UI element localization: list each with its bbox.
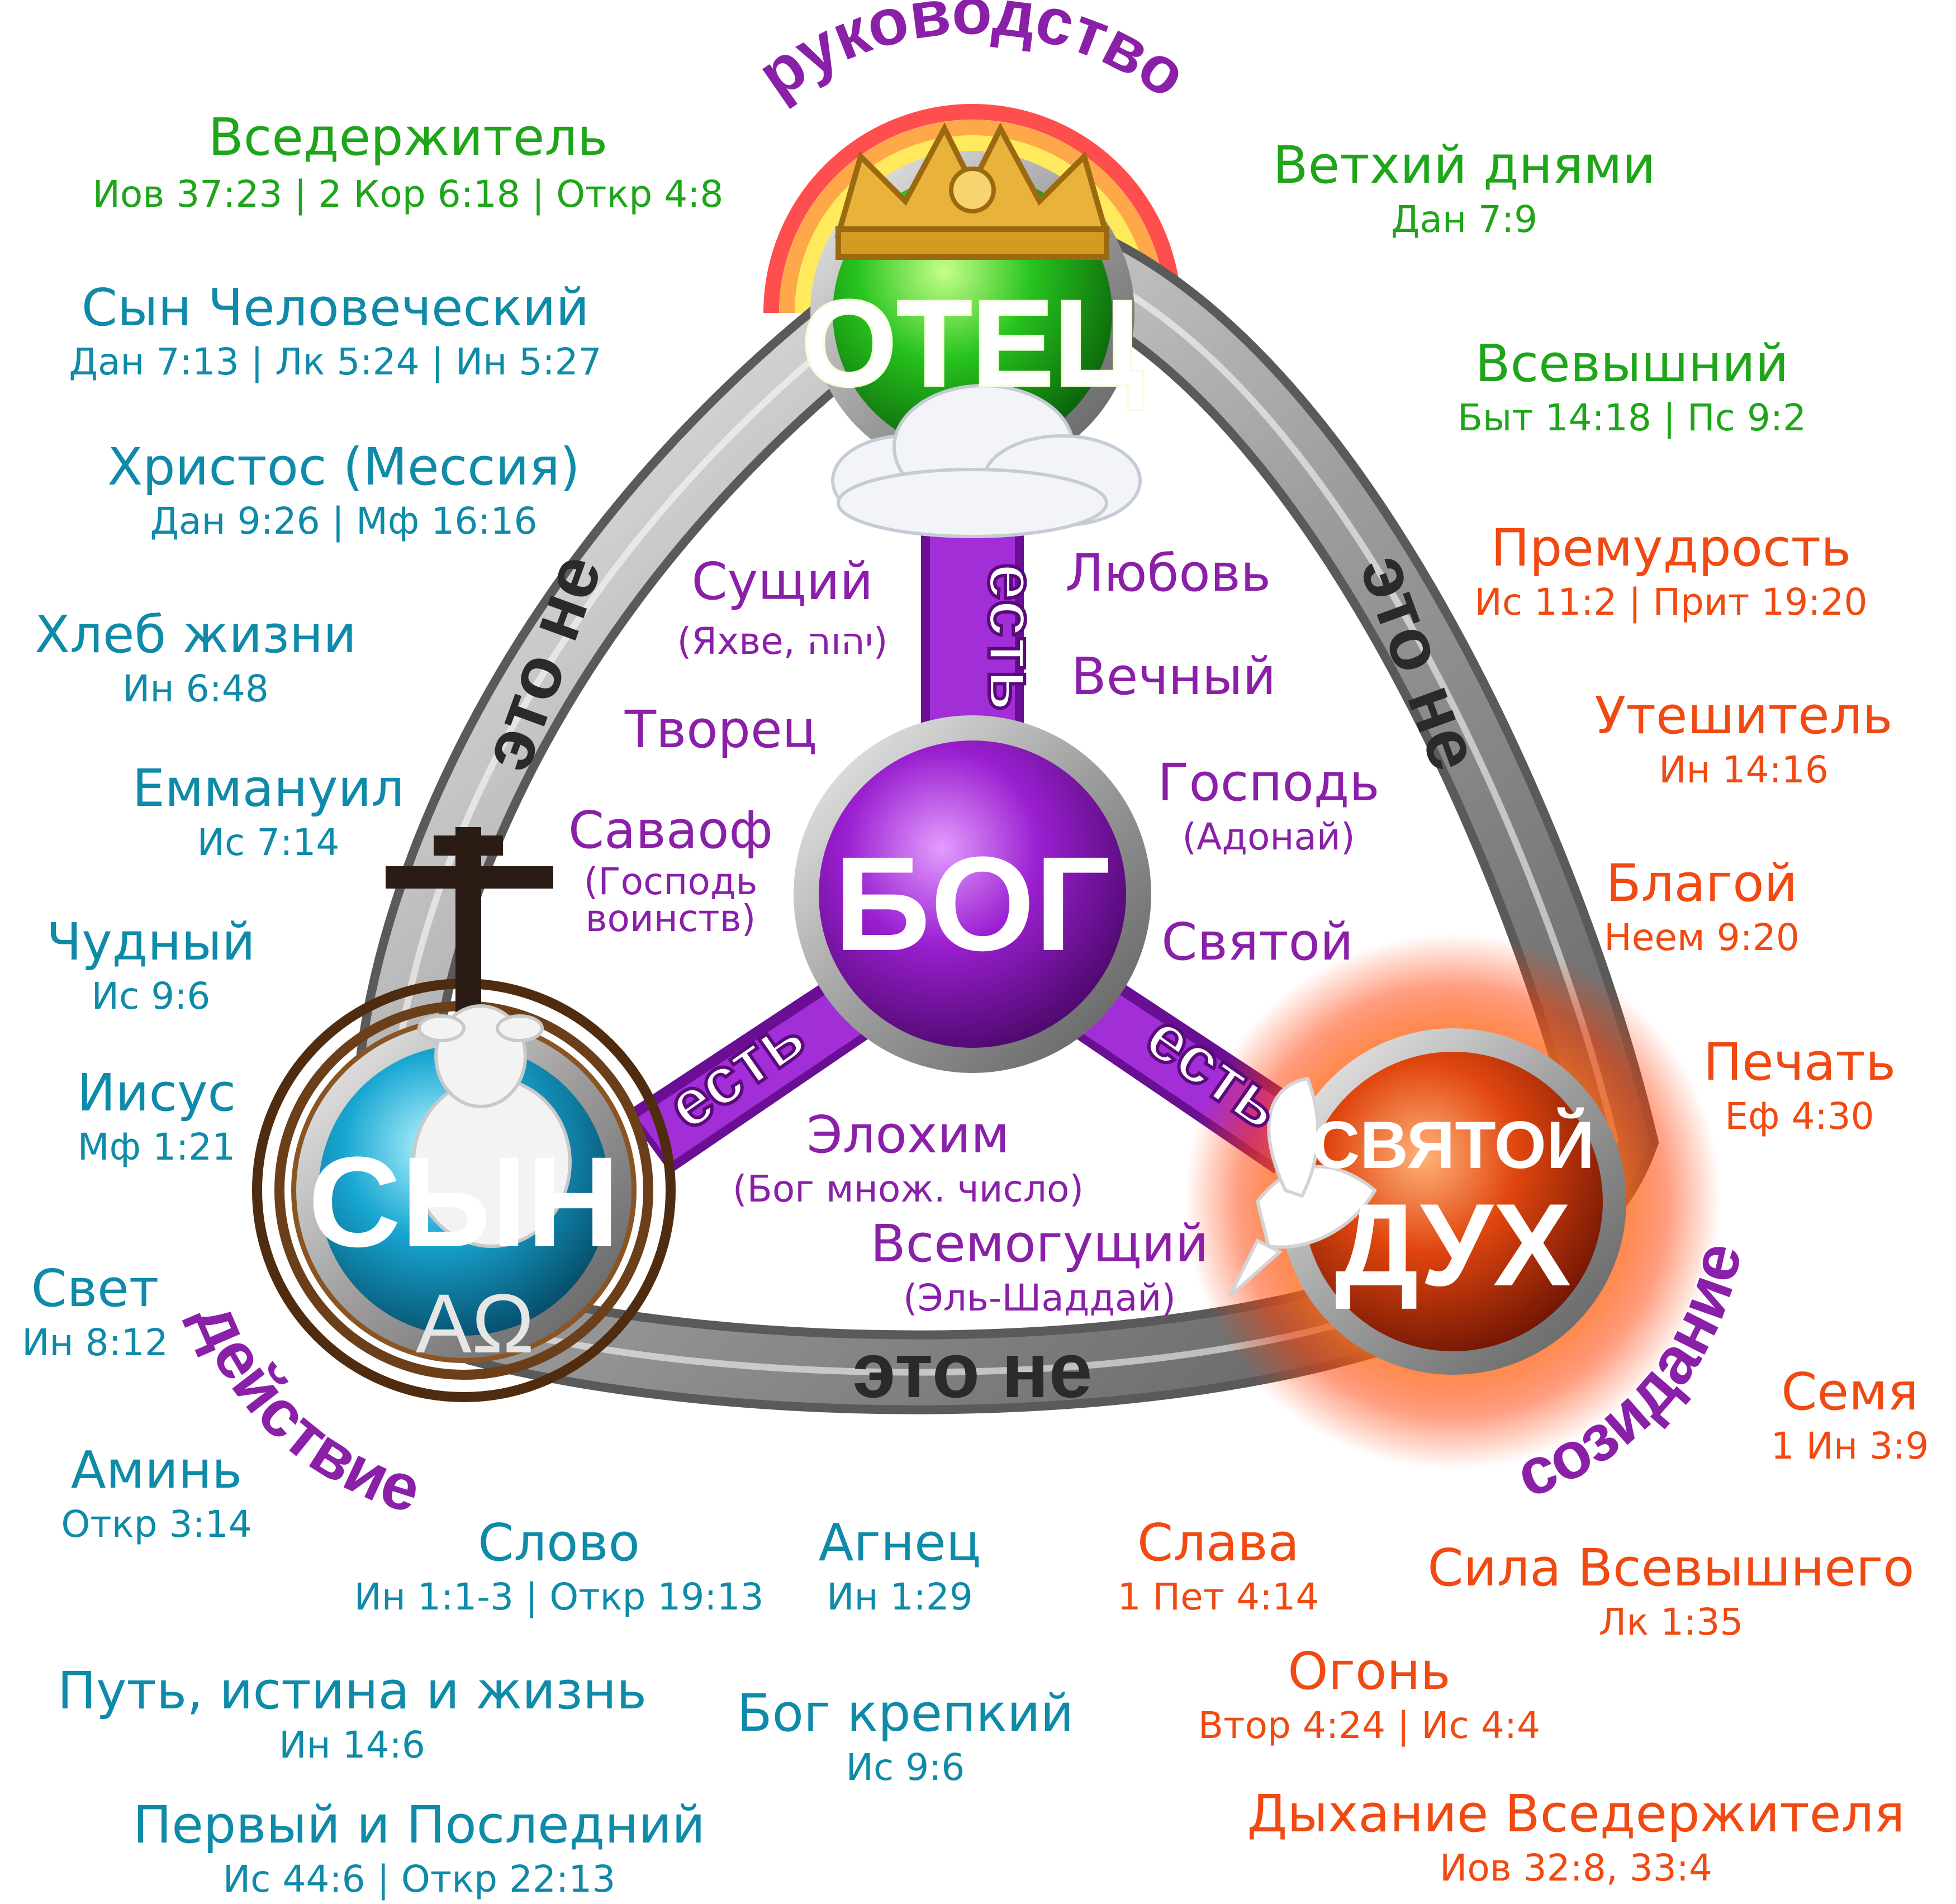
son-name: Первый и Последний <box>133 1795 705 1855</box>
spirit-ref: Втор 4:24 | Ис 4:4 <box>1198 1704 1541 1747</box>
son-ref: Ин 8:12 <box>22 1321 168 1364</box>
spirit-label-2: ДУХ <box>1335 1179 1572 1311</box>
crown-icon <box>834 122 1110 260</box>
attribute-name: Саваоф <box>568 800 773 860</box>
attribute-ref: (Адонай) <box>1182 815 1355 858</box>
son-name: Еммануил <box>132 758 405 818</box>
son-ref: Мф 1:21 <box>77 1126 236 1169</box>
son-name: Аминь <box>70 1440 243 1500</box>
attribute-name: Вечный <box>1071 647 1276 706</box>
son-name: Путь, истина и жизнь <box>57 1661 647 1721</box>
lamb-icon <box>412 1004 572 1248</box>
son-ref: Ис 7:14 <box>197 821 340 864</box>
spirit-ref: 1 Ин 3:9 <box>1770 1425 1929 1468</box>
son-name: Сын Человеческий <box>81 278 590 338</box>
dove-icon <box>1228 1076 1377 1298</box>
son-ref: Откр 3:14 <box>61 1503 252 1546</box>
arc-top-label: руководство <box>745 0 1200 112</box>
is-not-label-bottom: это не <box>852 1326 1092 1414</box>
father-ref: Быт 14:18 | Пс 9:2 <box>1457 396 1807 439</box>
spirit-ref: Ис 11:2 | Прит 19:20 <box>1474 581 1868 624</box>
spirit-ref: Ин 14:16 <box>1659 748 1829 791</box>
spirit-name: Печать <box>1703 1032 1896 1092</box>
attribute-name: Господь <box>1157 753 1380 813</box>
father-name: Ветхий днями <box>1273 135 1656 195</box>
attribute-ref: (Эль-Шаддай) <box>903 1276 1176 1319</box>
father-ref: Иов 37:23 | 2 Кор 6:18 | Откр 4:8 <box>92 173 724 216</box>
son-name: Свет <box>31 1259 159 1318</box>
son-label: СЫН <box>308 1130 619 1274</box>
spirit-name: Семя <box>1781 1362 1919 1422</box>
sphere-spirit <box>1280 1028 1626 1375</box>
spirit-label-1: СВЯТОЙ <box>1312 1107 1594 1183</box>
spirit-ref: Лк 1:35 <box>1598 1601 1744 1644</box>
spirit-name: Сила Всевышнего <box>1427 1538 1915 1598</box>
son-name: Хлеб жизни <box>35 605 357 664</box>
son-name: Бог крепкий <box>737 1683 1074 1743</box>
attribute-ref: (Господь воинств) <box>583 860 758 940</box>
spirit-name: Благой <box>1606 853 1798 913</box>
spirit-ref: Иов 32:8, 33:4 <box>1439 1846 1713 1889</box>
attribute-name: Сущий <box>691 552 873 611</box>
son-name: Иисус <box>77 1063 236 1123</box>
is-label-top: есть <box>975 563 1050 711</box>
attribute-name: Любовь <box>1065 543 1271 603</box>
son-name: Слово <box>478 1513 640 1573</box>
son-ref: Дан 9:26 | Мф 16:16 <box>150 500 538 543</box>
son-ref: Ис 44:6 | Откр 22:13 <box>222 1858 616 1901</box>
son-name: Чудный <box>46 912 255 972</box>
son-ref: Ин 6:48 <box>122 667 269 710</box>
spirit-ref: 1 Пет 4:14 <box>1117 1575 1319 1618</box>
alpha-omega-label: ΑΩ <box>416 1276 534 1370</box>
attribute-name: Всемогущий <box>870 1214 1209 1274</box>
father-name: Вседержитель <box>208 107 608 167</box>
son-ref: Ис 9:6 <box>91 975 211 1018</box>
attribute-name: Творец <box>624 700 818 759</box>
son-ref: Ин 1:29 <box>827 1575 973 1618</box>
son-ref: Дан 7:13 | Лк 5:24 | Ин 5:27 <box>69 340 602 383</box>
spirit-name: Дыхание Вседержителя <box>1247 1784 1905 1844</box>
spirit-ref: Неем 9:20 <box>1604 916 1800 959</box>
son-ref: Ин 1:1-3 | Откр 19:13 <box>354 1575 764 1618</box>
god-label: БОГ <box>834 829 1110 979</box>
son-ref: Ин 14:6 <box>279 1723 425 1767</box>
attribute-name: Святой <box>1161 912 1354 972</box>
spirit-name: Слава <box>1137 1513 1300 1573</box>
cloud-icon <box>831 384 1142 538</box>
father-ref: Дан 7:9 <box>1390 198 1538 241</box>
father-name: Всевышний <box>1475 334 1789 393</box>
attribute-ref: (Бог множ. число) <box>732 1167 1084 1210</box>
spirit-name: Огонь <box>1288 1641 1451 1701</box>
son-name: Агнец <box>818 1513 981 1573</box>
son-ref: Ис 9:6 <box>846 1746 965 1789</box>
attribute-name: Элохим <box>806 1105 1010 1165</box>
attribute-ref: (Яхве, יהוה) <box>677 620 888 663</box>
steel-ring <box>351 197 1659 1414</box>
spirit-name: Утешитель <box>1594 686 1893 746</box>
sphere-god <box>794 715 1151 1073</box>
father-label: ОТЕЦ <box>801 274 1144 412</box>
spirit-name: Премудрость <box>1490 518 1851 578</box>
spirit-ref: Еф 4:30 <box>1725 1095 1874 1138</box>
son-name: Христос (Мессия) <box>107 437 580 497</box>
